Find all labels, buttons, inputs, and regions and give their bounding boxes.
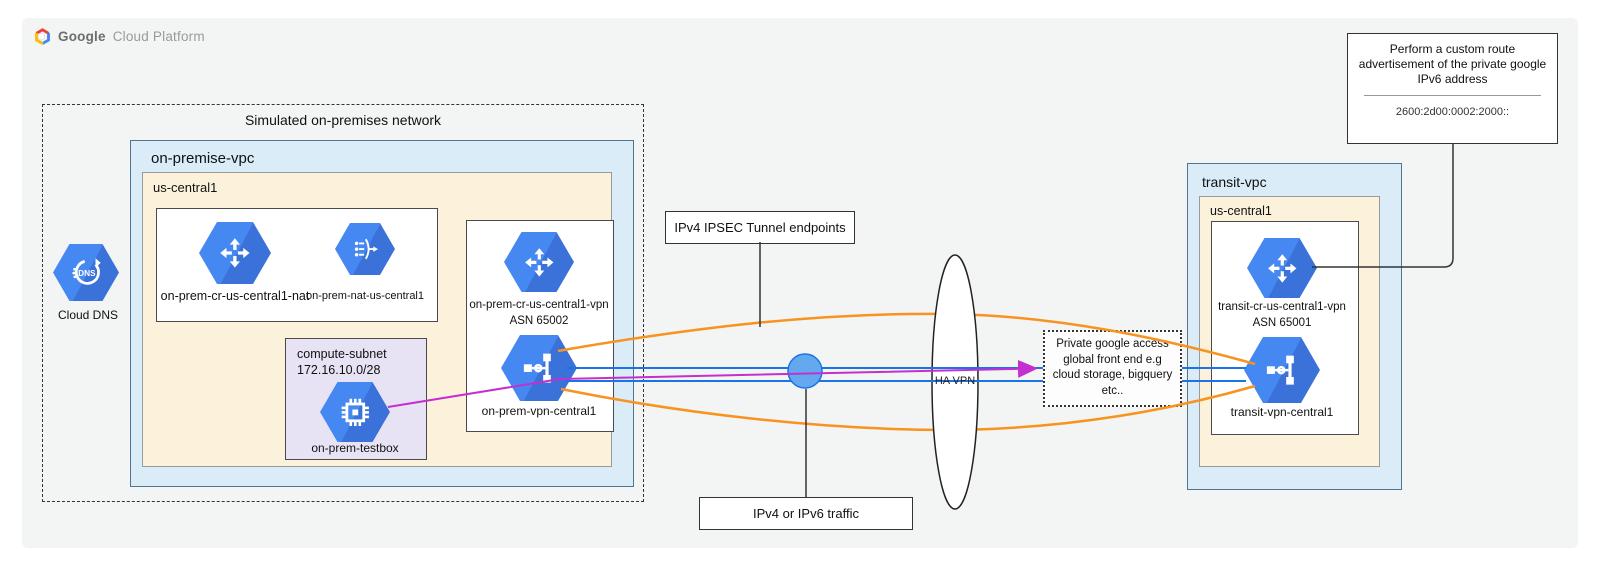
gcp-hexagon-icon	[35, 28, 50, 45]
traffic-callout: IPv4 or IPv6 traffic	[699, 497, 913, 530]
pga-line4: etc..	[1101, 384, 1124, 397]
onprem-vpn-router-asn: ASN 65002	[509, 315, 569, 327]
cloud-dns-icon: DNS	[53, 244, 119, 301]
transit-router-asn: ASN 65001	[1252, 317, 1312, 329]
onprem-vpn-gateway-label: on-prem-vpn-central1	[481, 404, 597, 418]
cloud-router-icon	[504, 232, 574, 292]
onprem-router-nat-box	[156, 208, 438, 322]
on-premise-vpc-label: on-premise-vpc	[151, 150, 255, 167]
onprem-vpn-router-label: on-prem-cr-us-central1-vpn	[469, 299, 609, 311]
dns-icon-text: DNS	[78, 269, 96, 278]
transit-region-label: us-central1	[1210, 204, 1272, 218]
simulated-onprem-title: Simulated on-premises network	[244, 112, 442, 128]
note-ipv6-address: 2600:2d00:0002:2000::	[1395, 106, 1510, 118]
private-google-access-box: Private google access global front end e…	[1043, 330, 1182, 407]
note-divider	[1364, 95, 1541, 96]
onprem-region-label: us-central1	[153, 180, 218, 195]
pga-line2: global front end e.g	[1063, 353, 1162, 366]
transit-router-label: transit-cr-us-central1-vpn	[1218, 301, 1346, 313]
note-line3: IPv6 address	[1417, 72, 1488, 86]
transit-vpc-label: transit-vpc	[1202, 174, 1267, 190]
logo-text-google: Google	[58, 29, 106, 44]
cloud-dns-label: Cloud DNS	[57, 308, 119, 322]
transit-vpn-gateway-label: transit-vpn-central1	[1230, 405, 1334, 419]
compute-subnet-name: compute-subnet	[297, 347, 387, 361]
note-line2: advertisement of the private google	[1358, 57, 1547, 71]
pga-line1: Private google access	[1056, 338, 1169, 350]
gcp-logo: Google Cloud Platform	[34, 28, 205, 45]
logo-text-cloud-platform: Cloud Platform	[112, 29, 205, 44]
custom-route-note-box: Perform a custom route advertisement of …	[1347, 33, 1558, 144]
onprem-testbox-label: on-prem-testbox	[311, 441, 399, 455]
ipsec-tunnel-callout: IPv4 IPSEC Tunnel endpoints	[665, 211, 855, 244]
note-line1: Perform a custom route	[1389, 42, 1516, 56]
onprem-cr-nat-label: on-prem-cr-us-central1-nat	[160, 289, 310, 303]
compute-subnet-cidr: 172.16.10.0/28	[297, 363, 381, 377]
simulated-onprem-network-box: Simulated on-premises network	[42, 104, 644, 502]
onprem-nat-label: on-prem-nat-us-central1	[306, 290, 424, 302]
pga-line3: cloud storage, bigquery	[1052, 369, 1173, 381]
